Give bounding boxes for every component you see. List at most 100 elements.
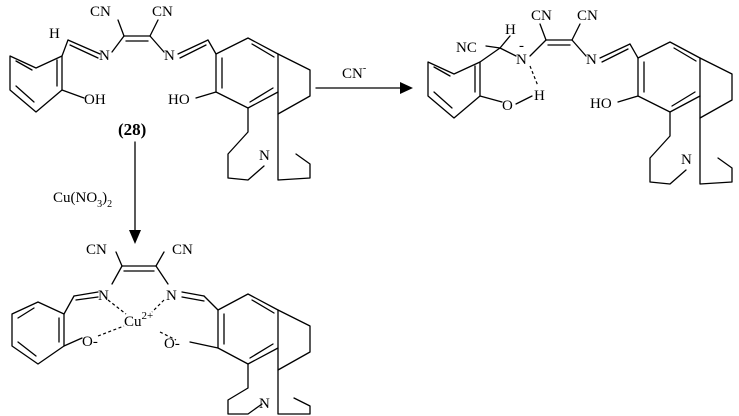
- atom-n-right: N: [164, 48, 175, 64]
- imine-bond: [181, 291, 205, 297]
- reagent-copper-nitrate: Cu(NO3)2: [53, 190, 112, 210]
- n-c-bond: [529, 39, 547, 57]
- cn-bond: [149, 19, 159, 37]
- c-n-bond: [499, 47, 517, 57]
- ring-double-bond: [433, 91, 453, 109]
- reagent-cyanide: CN-: [342, 63, 366, 82]
- ch-bond: [203, 295, 219, 311]
- ring-double-bond: [17, 341, 37, 357]
- compound-28-structure: [9, 19, 311, 181]
- complex-atom-n-right: N: [166, 288, 177, 304]
- ring-double-bond: [671, 91, 696, 107]
- phenol-ring: [9, 55, 63, 113]
- atom-cn-left: CN: [90, 4, 111, 20]
- julolidine-ring-bottom-left: [649, 111, 687, 185]
- ch-bond: [63, 295, 75, 315]
- ring-double-bond: [673, 47, 697, 62]
- adduct-atom-h: H: [505, 22, 516, 38]
- n-cu-coordination-right: [151, 299, 165, 313]
- atom-h-imine: H: [49, 26, 60, 42]
- c-n-bond: [571, 39, 587, 57]
- imine-double-bond: [601, 48, 629, 63]
- imine-double-bond: [181, 296, 205, 302]
- julolidine-ring-bottom-right: [277, 369, 311, 415]
- atom-n-left: N: [99, 48, 110, 64]
- imine-bond: [73, 291, 99, 297]
- complex-atom-cu: Cu2+: [124, 310, 153, 330]
- ring-double-bond: [15, 60, 33, 71]
- atom-n-julolidine: N: [259, 148, 270, 164]
- adduct-julolidine-ring: [637, 41, 701, 113]
- c-o-bond: [479, 95, 503, 103]
- complex-atom-cn-left: CN: [86, 242, 107, 258]
- julolidine-ring-right: [699, 57, 733, 119]
- imine-double-bond: [75, 296, 99, 301]
- ch-bond: [207, 39, 217, 55]
- atom-cn-right: CN: [152, 4, 173, 20]
- ring-double-bond: [249, 343, 274, 359]
- adduct-phenyl-ring: [427, 61, 481, 119]
- julolidine-ring-bottom-left: [227, 363, 263, 415]
- adduct-atom-o: O: [502, 98, 513, 114]
- arrow-cyanide-reaction: [315, 82, 413, 94]
- complex-atom-o-right: O-: [164, 336, 180, 352]
- cyanide-adduct-structure: [427, 23, 733, 185]
- hydrogen-bond: [529, 65, 539, 87]
- imine-bond: [599, 43, 631, 59]
- copper-complex-structure: [11, 251, 311, 415]
- c-n-bond: [149, 35, 165, 53]
- ring-double-bond: [15, 85, 35, 103]
- julolidine-ring-right: [277, 53, 311, 115]
- c-o-bond: [189, 341, 219, 349]
- cn-bond: [571, 23, 581, 41]
- n-c-bond: [111, 35, 125, 53]
- c-cn-bond: [485, 45, 501, 49]
- cn-bond: [117, 19, 125, 37]
- ch-bond: [61, 39, 69, 57]
- adduct-atom-nc: NC: [456, 40, 477, 56]
- complex-julolidine-ring: [217, 293, 279, 365]
- julolidine-ring-bottom-right: [277, 113, 311, 181]
- cn-bond: [155, 251, 165, 267]
- ch-bond: [629, 43, 639, 59]
- ho-bond: [195, 91, 217, 99]
- imine-bond: [67, 39, 101, 55]
- adduct-anion-charge: -: [519, 38, 524, 54]
- c-ch-bond: [479, 47, 501, 63]
- ring-double-bond: [251, 299, 275, 314]
- o-h-bond: [515, 95, 533, 105]
- complex-atom-cn-right: CN: [172, 242, 193, 258]
- c-h-bond: [499, 35, 511, 49]
- adduct-atom-n-right: N: [586, 52, 597, 68]
- ho-bond: [617, 95, 639, 103]
- julolidine-ring-bottom-right: [699, 117, 733, 185]
- complex-phenyl-ring: [11, 301, 65, 365]
- complex-atom-o-left: O-: [82, 334, 98, 350]
- julolidine-aromatic-ring: [215, 37, 279, 109]
- imine-bond: [177, 39, 209, 55]
- julolidine-ring-bottom-left: [227, 107, 265, 181]
- compound-label: (28): [118, 120, 146, 139]
- cn-bond: [115, 251, 123, 267]
- arrow-head: [400, 82, 413, 94]
- o-cu-coordination: [97, 325, 125, 337]
- complex-atom-n-julolidine: N: [259, 396, 270, 412]
- adduct-atom-n-anion: N: [516, 52, 527, 68]
- adduct-atom-cn-right: CN: [577, 8, 598, 24]
- ring-double-bond: [251, 43, 275, 58]
- adduct-atom-ho: HO: [590, 96, 612, 112]
- arrow-head: [129, 230, 141, 244]
- adduct-atom-n-julolidine: N: [681, 152, 692, 168]
- atom-oh: OH: [84, 92, 106, 108]
- adduct-atom-h-bridge: H: [534, 88, 545, 104]
- n-c-bond: [111, 265, 123, 285]
- atom-ho: HO: [168, 92, 190, 108]
- adduct-atom-cn-left: CN: [531, 8, 552, 24]
- julolidine-ring-right: [277, 309, 311, 371]
- o-cu-coordination-right: [159, 331, 177, 341]
- ring-double-bond: [433, 66, 451, 77]
- c-n-bond: [155, 265, 169, 285]
- imine-double-bond: [69, 44, 99, 59]
- complex-atom-n-left: N: [98, 288, 109, 304]
